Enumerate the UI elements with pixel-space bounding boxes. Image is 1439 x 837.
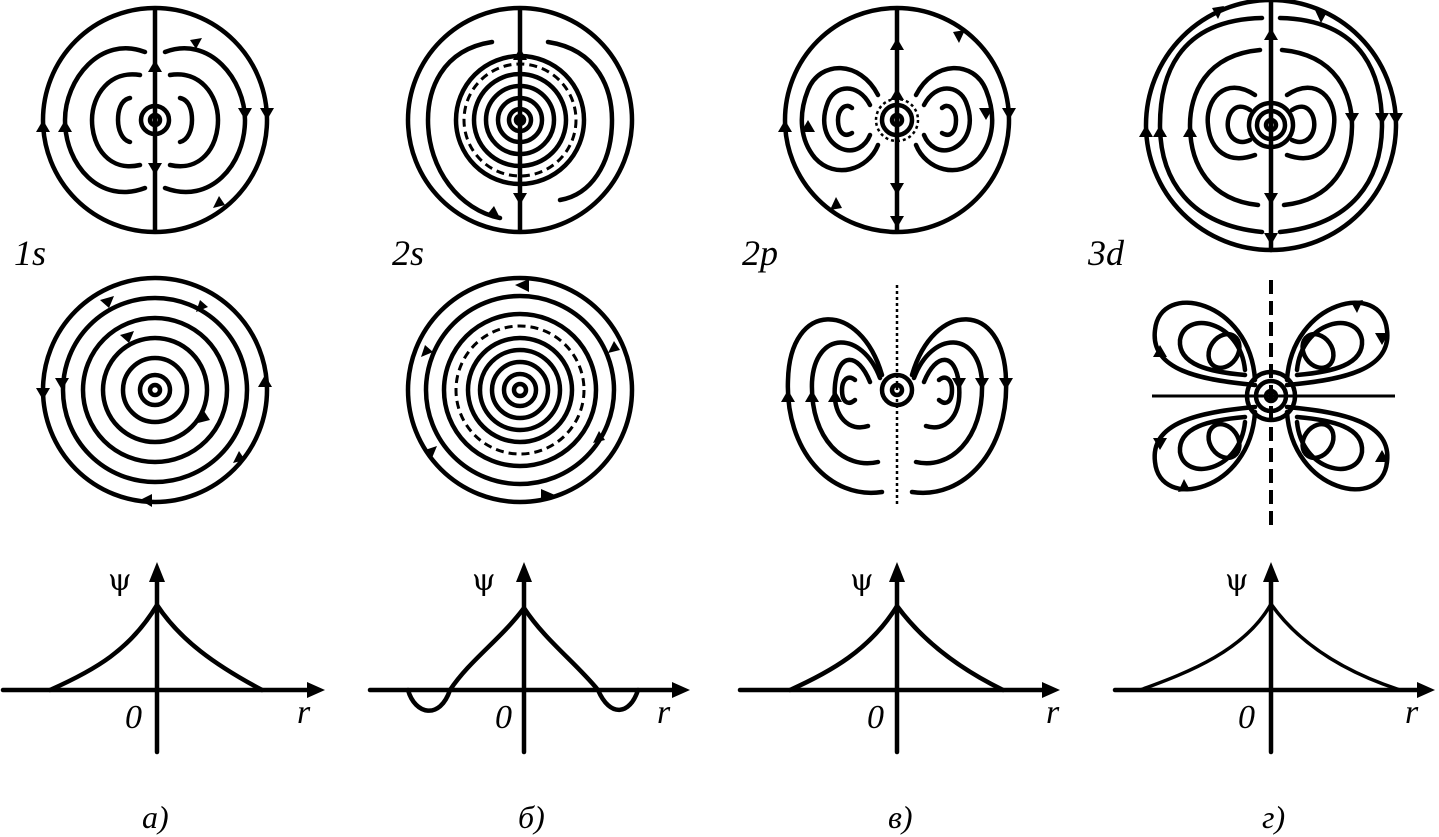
graph-2s-x-label: r: [657, 694, 671, 731]
graph-3d-origin: 0: [1238, 699, 1255, 736]
graph-2p-x-label: r: [1046, 694, 1060, 731]
caption-a: а): [142, 799, 169, 835]
graph-1s: [0, 562, 325, 755]
orbital-2s-middle: [405, 275, 635, 505]
graph-2s: [367, 562, 690, 755]
caption-b: б): [518, 799, 545, 835]
caption-g: г): [1262, 799, 1285, 835]
graph-3d-x-label: r: [1405, 694, 1419, 731]
label-2p: 2p: [742, 233, 778, 273]
orbital-1s-top: [36, 5, 274, 235]
label-3d: 3d: [1087, 233, 1125, 273]
graph-1s-x-label: r: [297, 694, 311, 731]
graph-3d-y-label: ψ: [1225, 563, 1249, 598]
orbital-3d-middle: [1152, 280, 1395, 530]
orbital-2p-middle: [781, 285, 1013, 505]
orbital-2p-top: [778, 5, 1016, 235]
orbital-1s-middle: [36, 275, 272, 507]
graph-2p: [737, 562, 1060, 755]
graph-1s-y-label: ψ: [108, 563, 132, 598]
graph-2p-y-label: ψ: [850, 563, 874, 598]
label-1s: 1s: [14, 233, 46, 273]
graph-3d: [1112, 562, 1435, 755]
orbital-2s-top: [405, 5, 635, 235]
graph-1s-origin: 0: [125, 699, 142, 736]
orbital-3d-top: [1139, 0, 1403, 253]
graph-2s-origin: 0: [495, 699, 512, 736]
caption-v: в): [888, 799, 913, 835]
graph-2p-origin: 0: [867, 699, 884, 736]
graph-2s-y-label: ψ: [472, 563, 496, 598]
label-2s: 2s: [392, 233, 424, 273]
